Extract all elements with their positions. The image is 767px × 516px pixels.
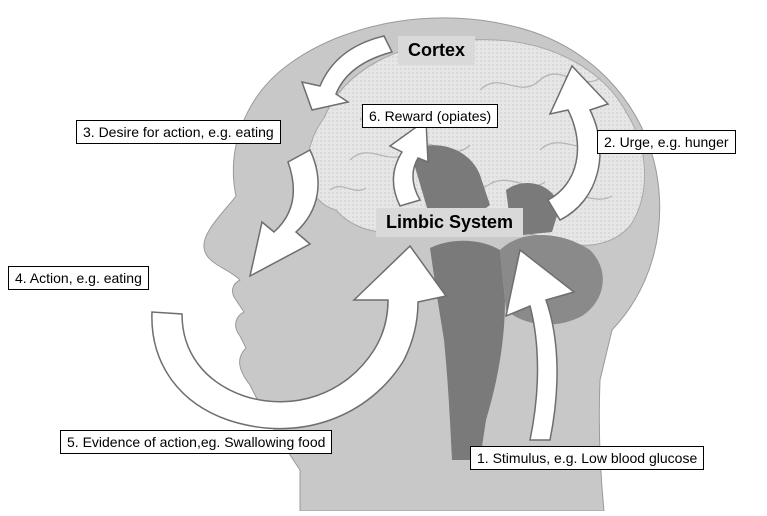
step-1-stimulus: 1. Stimulus, e.g. Low blood glucose bbox=[470, 446, 704, 470]
step-6-reward: 6. Reward (opiates) bbox=[362, 104, 498, 128]
step-4-action: 4. Action, e.g. eating bbox=[8, 266, 149, 290]
cortex-label: Cortex bbox=[398, 36, 475, 65]
limbic-system-label: Limbic System bbox=[376, 208, 523, 237]
step-5-evidence: 5. Evidence of action,eg. Swallowing foo… bbox=[60, 430, 332, 454]
step-3-desire: 3. Desire for action, e.g. eating bbox=[76, 120, 281, 144]
step-2-urge: 2. Urge, e.g. hunger bbox=[597, 130, 736, 154]
